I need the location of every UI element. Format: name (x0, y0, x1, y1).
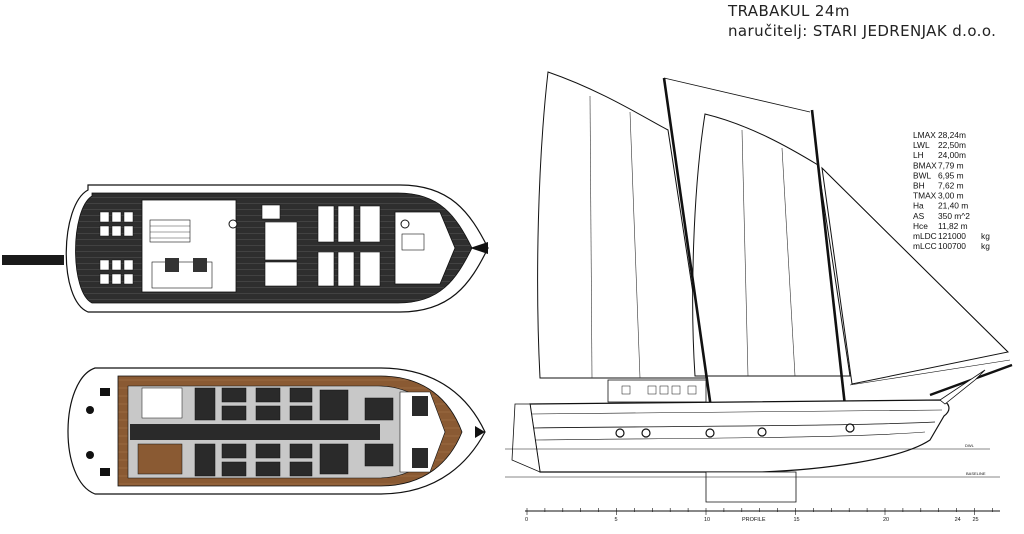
scale-ticks: 0 5 10 15 20 24 25 (525, 508, 993, 523)
scale-tick-label: 24 (955, 517, 961, 523)
scale-tick-label: 25 (973, 517, 979, 523)
stern-fittings (86, 388, 110, 476)
spec-value: 7,62 m (938, 181, 964, 191)
spec-key: Hce (913, 221, 928, 231)
spec-key: BWL (913, 170, 931, 180)
spec-value: 7,79 m (938, 160, 964, 170)
bow-stem (939, 369, 986, 405)
spec-value: 100700 (938, 241, 966, 251)
mizzen-sail (537, 71, 707, 379)
scale-tick-label: 10 (704, 517, 710, 523)
main-sail (692, 113, 851, 377)
fore-cabin (399, 391, 446, 473)
spec-value: 22,50m (938, 140, 966, 150)
fore-mast (810, 109, 848, 416)
central-corridor (130, 424, 380, 440)
spec-key: LMAX (913, 130, 936, 140)
cabins-upper (194, 387, 394, 421)
scale-tick-label: 0 (525, 517, 528, 523)
spec-value: 21,40 m (938, 201, 968, 211)
stern-boom (2, 255, 64, 265)
title-client: naručitelj: STARI JEDRENJAK d.o.o. (728, 22, 996, 40)
dwl-label: DWL (965, 443, 975, 448)
deck-hatches (261, 204, 381, 287)
keel (705, 471, 797, 503)
spec-unit: kg (981, 231, 990, 241)
stern-seating (99, 211, 134, 285)
spec-value: 24,00m (938, 150, 966, 160)
deck-plan (2, 184, 489, 313)
cabins-lower (194, 443, 394, 477)
spec-key: BH (913, 181, 925, 191)
spec-value: 28,24m (938, 130, 966, 140)
title-vessel: TRABAKUL 24m (727, 2, 850, 20)
spec-key: AS (913, 211, 925, 221)
profile-hull (529, 399, 950, 473)
bow-tip (470, 242, 488, 254)
spec-key: mLDC (913, 231, 937, 241)
spec-key: TMAX (913, 191, 937, 201)
accom-bow-tip (475, 426, 485, 438)
spec-value: 121000 (938, 231, 966, 241)
accommodation-plan (67, 367, 486, 495)
fore-mast-step (400, 219, 410, 229)
scale-tick-label: 5 (615, 517, 618, 523)
portholes (615, 423, 855, 438)
spec-key: mLCC (913, 241, 937, 251)
aft-mast (662, 77, 714, 416)
spec-value: 6,95 m (938, 170, 964, 180)
spec-unit: kg (981, 241, 990, 251)
spec-key: Ha (913, 201, 924, 211)
scale-tick-label: 15 (794, 517, 800, 523)
aft-mast-step (228, 219, 238, 229)
scale-tick-label: 20 (883, 517, 889, 523)
spec-key: LH (913, 150, 924, 160)
title-block: TRABAKUL 24m naručitelj: STARI JEDRENJAK… (727, 2, 996, 40)
spec-key: LWL (913, 140, 930, 150)
spec-value: 3,00 m (938, 191, 964, 201)
profile-deckhouse (607, 379, 707, 403)
profile-view: DWL BASELINE 0 5 10 15 20 24 25 PROFILE (505, 71, 1013, 523)
baseline-label: BASELINE (966, 471, 986, 476)
aft-stair (141, 387, 183, 419)
fore-deckhouse (394, 211, 456, 285)
spec-value: 11,82 m (938, 221, 968, 231)
rudder (511, 403, 541, 473)
spec-key: BMAX (913, 160, 937, 170)
spec-value: 350 m^2 (938, 211, 970, 221)
profile-label: PROFILE (742, 517, 766, 523)
aft-galley (137, 443, 183, 475)
